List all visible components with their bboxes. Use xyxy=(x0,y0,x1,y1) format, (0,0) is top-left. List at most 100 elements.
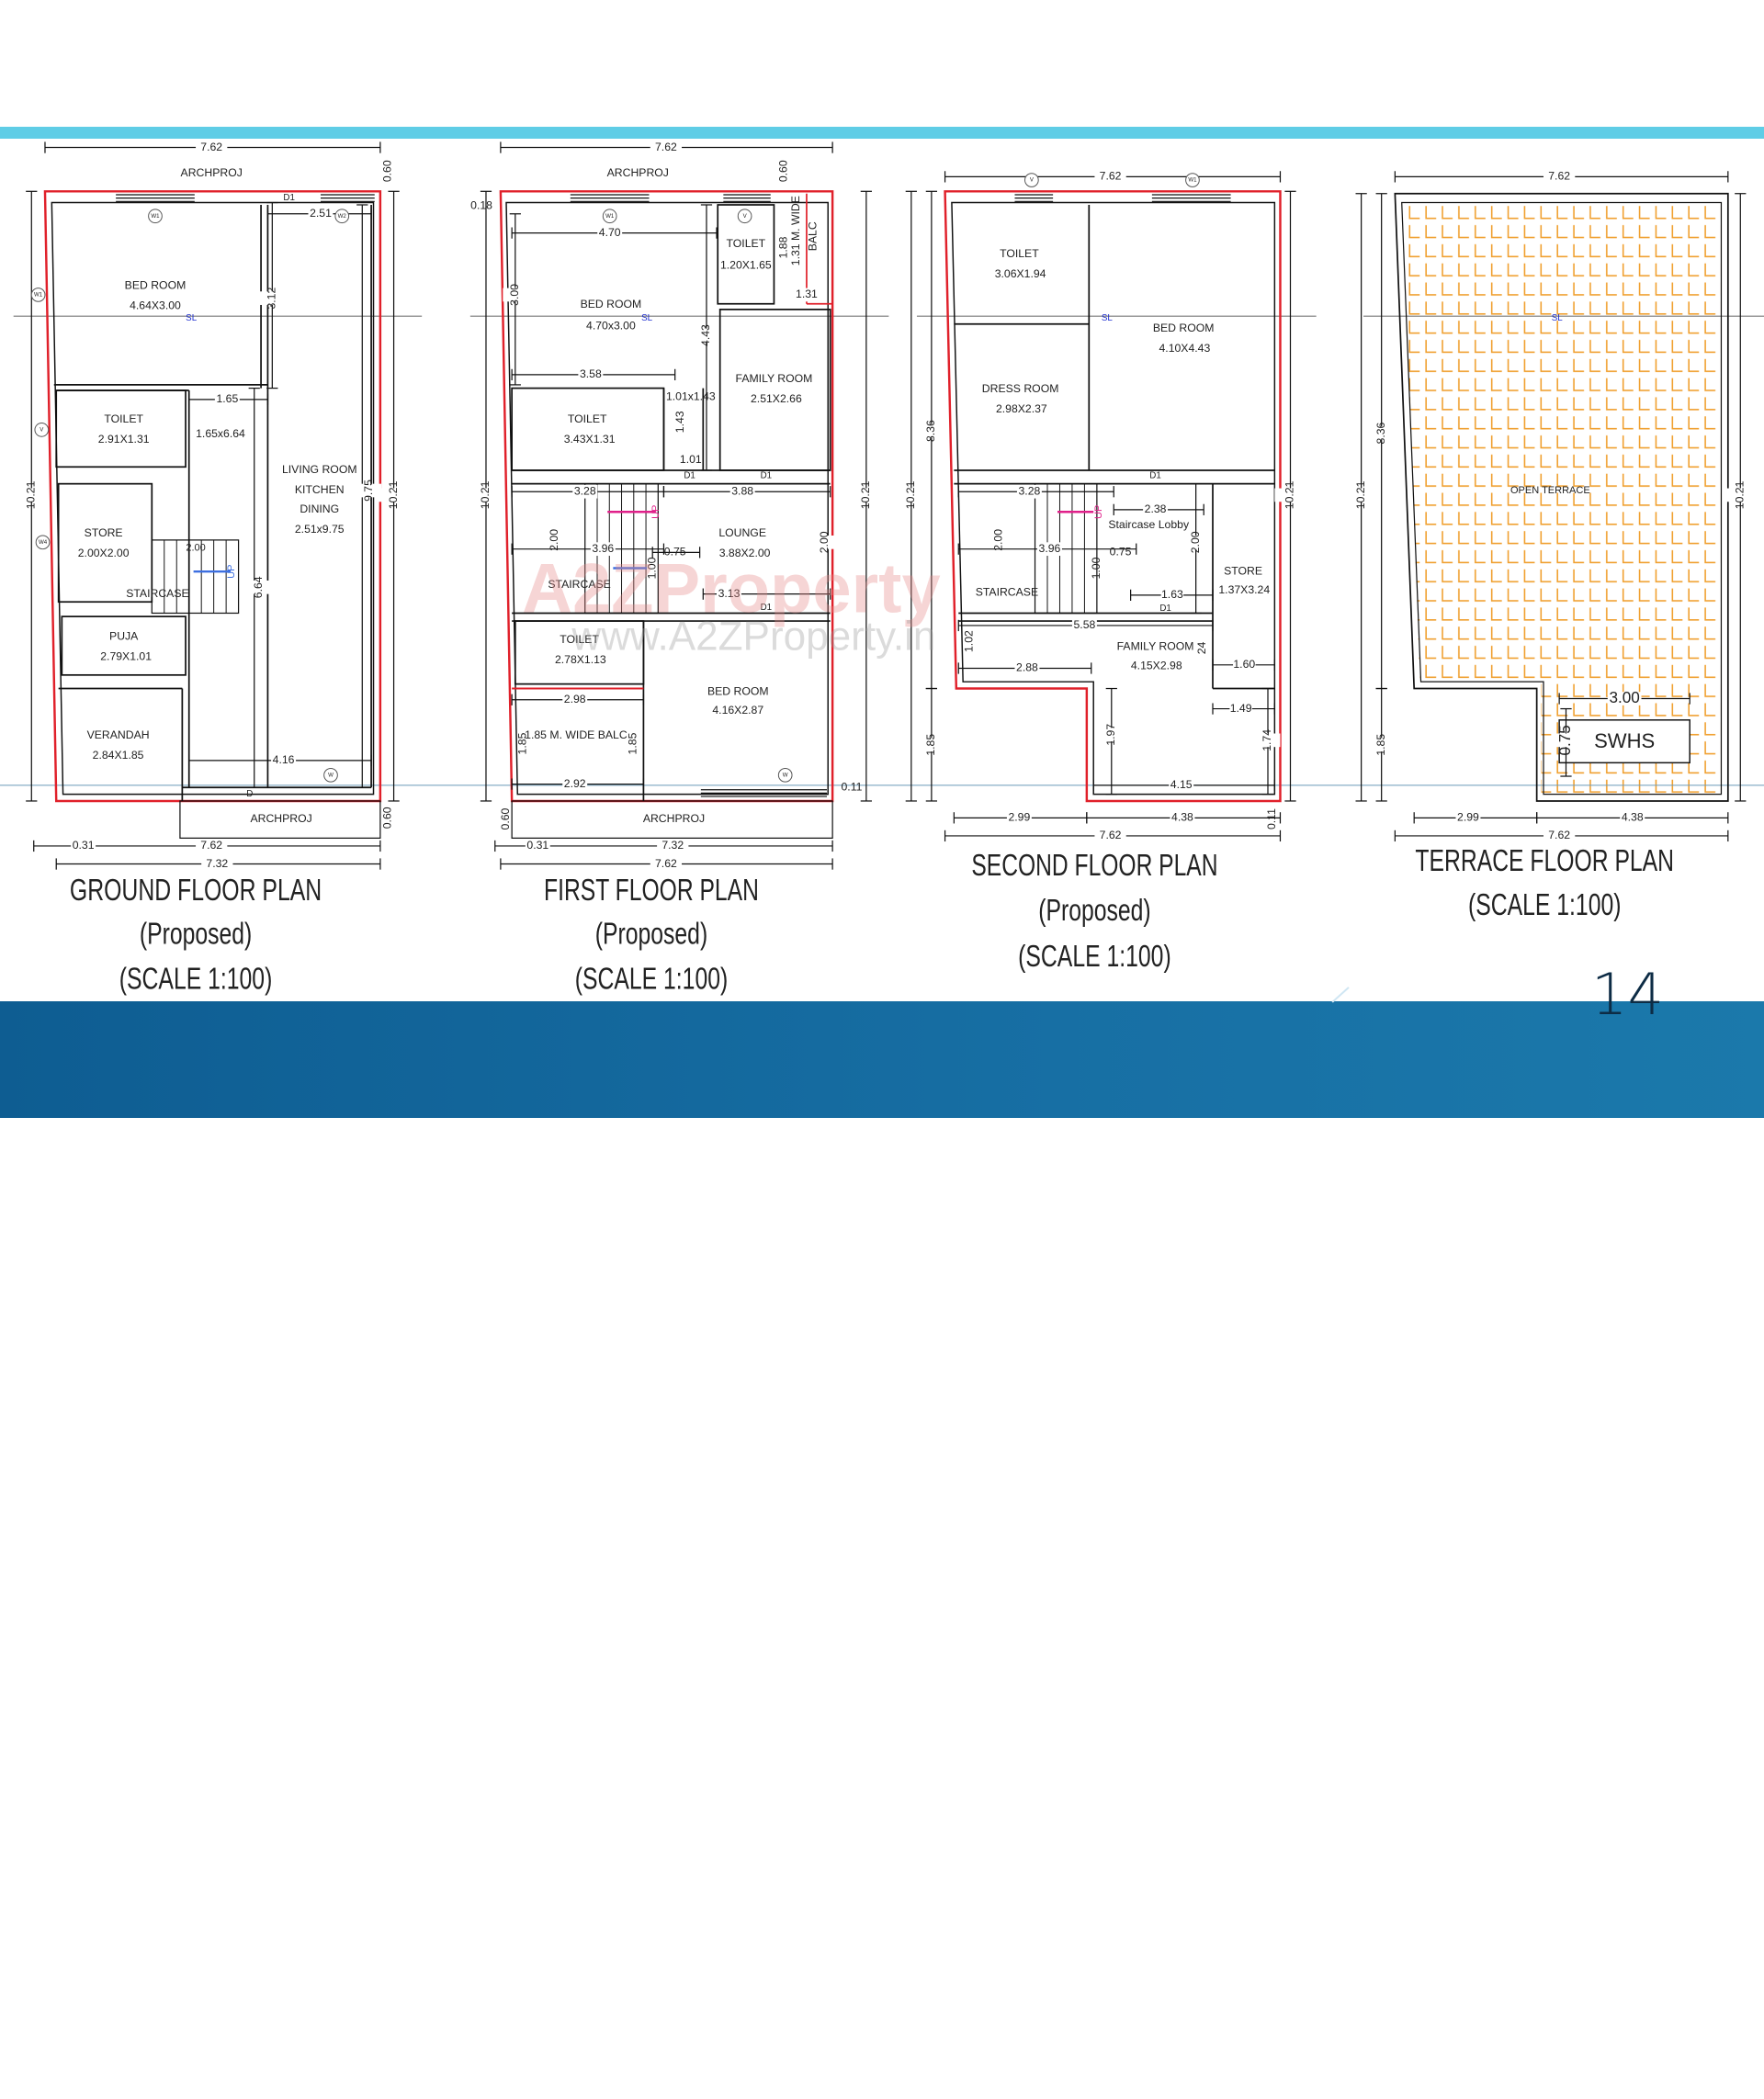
label-bg xyxy=(196,141,228,154)
dimension: 1.02 xyxy=(963,630,976,652)
room-name: BED ROOM xyxy=(1153,322,1215,334)
label-bg xyxy=(1544,170,1576,184)
swhs-label: SWHS xyxy=(1594,729,1655,752)
dimension: 0.75 xyxy=(1555,725,1574,755)
room-name: TOILET xyxy=(727,237,766,250)
room-size: 3.06X1.94 xyxy=(995,267,1046,280)
label-bg xyxy=(196,839,228,853)
dimension: 0.60 xyxy=(499,807,512,829)
label-bg xyxy=(1369,738,1395,752)
up-label: UP xyxy=(650,505,662,519)
room-name: TOILET xyxy=(560,633,599,646)
room-name: LOUNGE xyxy=(718,526,766,539)
dimension: 8.36 xyxy=(1374,422,1387,444)
label-bg xyxy=(694,328,719,343)
plan-scale: (SCALE 1:100) xyxy=(575,963,729,997)
window-tag: W4 xyxy=(39,539,48,546)
dimension: 10.21 xyxy=(859,480,872,509)
dimension: 2.00 xyxy=(548,529,560,551)
label-bg xyxy=(1170,810,1195,825)
road-label: ARCHPROJ xyxy=(607,166,669,179)
label-bg xyxy=(271,753,297,768)
room-name: BED ROOM xyxy=(707,684,769,697)
staircase-label: STAIRCASE xyxy=(126,587,188,600)
dimension: 3.96 xyxy=(1039,542,1061,555)
room-size: 1.37X3.24 xyxy=(1218,583,1270,596)
plan-status: (Proposed) xyxy=(1038,894,1150,928)
dimension: 1.01 xyxy=(680,453,702,466)
label-bg xyxy=(1014,661,1040,675)
label-bg xyxy=(1233,658,1256,672)
room-size: 4.16X2.87 xyxy=(712,704,763,717)
label-bg xyxy=(201,857,233,871)
dimension: 0.11 xyxy=(1265,808,1278,829)
room-size: 2.51x9.75 xyxy=(295,523,345,536)
dimension: 2.92 xyxy=(564,777,586,790)
label-bg xyxy=(1183,535,1209,549)
window-tag: V xyxy=(40,426,44,433)
dimension: 4.43 xyxy=(699,324,712,346)
wall xyxy=(717,204,775,305)
wall xyxy=(61,615,187,676)
label-bg xyxy=(562,693,588,707)
up-label: UP xyxy=(1093,505,1104,519)
header-accent-band xyxy=(0,127,1764,139)
wall xyxy=(57,482,153,604)
label-bg xyxy=(1036,542,1062,557)
plan-title: SECOND FLOOR PLAN xyxy=(971,849,1217,883)
label-bg xyxy=(919,738,944,752)
watermark-brand: A2ZProperty xyxy=(522,550,941,628)
dimension: 1.49 xyxy=(1230,702,1252,715)
label-bg xyxy=(650,141,683,154)
dimension: 2.99 xyxy=(1457,811,1479,824)
balcony-label: 1.85 M. WIDE BALC xyxy=(525,728,628,741)
dimension: 2.00 xyxy=(992,529,1005,551)
room-size: 4.70x3.00 xyxy=(586,319,636,332)
room-name: FAMILY ROOM xyxy=(1117,639,1194,652)
label-bg xyxy=(729,484,755,499)
label-bg xyxy=(919,423,944,438)
label-bg xyxy=(650,857,683,871)
label-bg xyxy=(1143,502,1169,517)
label-bg xyxy=(590,542,616,557)
dimension: 1.00 xyxy=(1090,557,1102,579)
room-name: LIVING ROOM xyxy=(282,463,357,476)
label-bg xyxy=(795,288,819,302)
dimension: 7.62 xyxy=(1548,170,1570,183)
lobby-size: 1.01x1.43 xyxy=(666,390,716,403)
balcony-label: BALC xyxy=(807,221,820,251)
dimension: 7.32 xyxy=(662,839,684,852)
label-bg xyxy=(1071,618,1097,633)
wall xyxy=(718,309,831,471)
room-size: 2.84X1.85 xyxy=(93,749,144,762)
plan-scale: (SCALE 1:100) xyxy=(119,963,273,997)
dimension: 5.58 xyxy=(1074,618,1096,631)
dimension: 7.62 xyxy=(1548,829,1570,841)
dimension: 24 xyxy=(1195,641,1208,654)
watermark-url: www.A2ZProperty.in xyxy=(571,614,935,659)
room-size: 2.91X1.31 xyxy=(98,433,150,446)
plan-title: FIRST FLOOR PLAN xyxy=(544,874,759,908)
dimension: 2.99 xyxy=(1008,811,1030,824)
room-size: 4.10X4.43 xyxy=(1159,342,1210,355)
door-label: D1 xyxy=(283,193,295,203)
dimension: 3.28 xyxy=(1019,484,1041,497)
window-tag-circle xyxy=(334,209,350,224)
dimension: 2.51 xyxy=(310,207,332,220)
plan-status: (Proposed) xyxy=(140,918,252,952)
room-name: DINING xyxy=(300,502,339,515)
label-bg xyxy=(469,488,503,502)
dimension: 0.75 xyxy=(664,546,686,559)
dimension: 3.12 xyxy=(266,288,278,310)
dimension: 10.21 xyxy=(479,480,492,509)
dimension: 0.60 xyxy=(381,807,394,829)
dimension: 1.31 xyxy=(796,288,818,300)
window-tag: W xyxy=(328,772,334,778)
dimension: 10.21 xyxy=(904,480,917,509)
label-bg xyxy=(895,488,927,502)
label-bg xyxy=(812,535,838,549)
window-tag-circle xyxy=(1185,173,1200,187)
door-label: D1 xyxy=(1149,471,1161,481)
window-tag-circle xyxy=(35,535,51,550)
